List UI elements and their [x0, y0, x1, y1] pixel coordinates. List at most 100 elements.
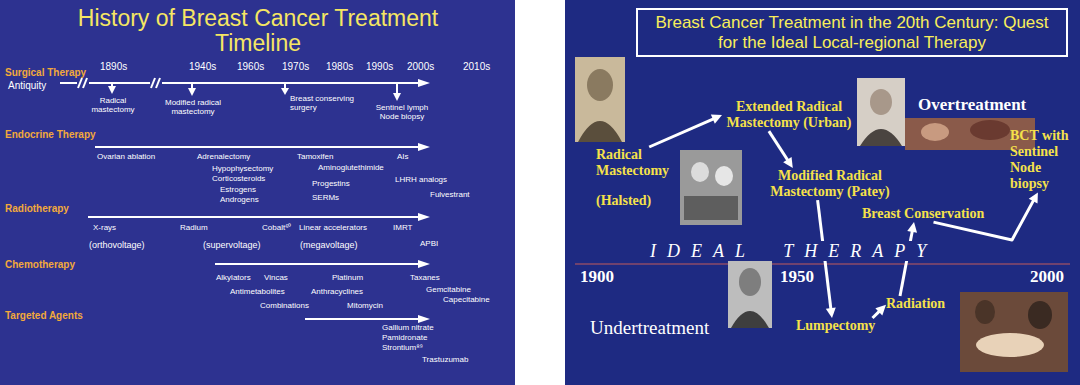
portrait-photo	[587, 69, 613, 101]
portrait-photo	[575, 57, 625, 142]
timeline-item: Progestins	[312, 180, 350, 189]
portrait-photo	[857, 78, 905, 146]
axis-line	[575, 264, 1070, 265]
node-text: Modified Radical Mastectomy (Patey)	[768, 168, 892, 200]
stage-label: Extended Radical Mastectomy (Urban)	[722, 99, 856, 131]
node-text: Breast Conservation	[862, 206, 992, 222]
timeline-arrow	[108, 86, 116, 94]
stage-label: Breast Conservation	[862, 206, 992, 222]
timeline-item: Anthracyclines	[311, 288, 363, 297]
timeline-item: Strontium⁸⁹	[382, 344, 423, 353]
timeline-arrow	[215, 263, 418, 265]
connector-line	[900, 230, 913, 296]
timeline-arrow	[83, 78, 87, 88]
timeline-item: Gallium nitrate	[382, 324, 434, 333]
portrait-photo	[870, 89, 892, 115]
node-text: Radiation	[886, 296, 956, 312]
surgery-photo	[691, 162, 709, 182]
timeline-item: Radium	[180, 224, 208, 233]
node-text: (Halsted)	[596, 193, 672, 209]
node-text: Radical Mastectomy	[596, 147, 672, 179]
stage-label: Lumpectomy	[796, 318, 886, 334]
timeline-arrow	[418, 143, 430, 151]
timeline-arrow	[393, 93, 401, 101]
timeline-arrow	[95, 146, 418, 148]
timeline-item: Cobalt⁶⁰	[262, 224, 291, 233]
year-label: 2000	[1030, 267, 1064, 286]
timeline-item: Mitomycin	[347, 302, 383, 311]
portrait-photo	[728, 258, 772, 328]
timeline-item: (megavoltage)	[300, 240, 358, 250]
timeline-item: AIs	[397, 153, 409, 162]
arrow-head	[826, 307, 836, 318]
connector-line	[769, 131, 789, 161]
timeline-arrow	[88, 216, 418, 218]
timeline-item: Combinations	[260, 302, 309, 311]
connector-arrow	[873, 305, 887, 318]
year-label: 1900	[580, 267, 614, 286]
timeline-arrow	[188, 88, 196, 96]
axis-label: 1940s	[189, 61, 216, 72]
axis-label: 2000s	[407, 61, 434, 72]
arrow-head	[711, 115, 722, 124]
arrow-head	[783, 157, 793, 168]
portrait-photo	[578, 121, 622, 142]
timeline-arrow	[305, 318, 418, 320]
painting	[960, 292, 1068, 372]
timeline-arrow	[281, 88, 289, 95]
painting	[975, 300, 995, 324]
timeline-item: Ovarian ablation	[97, 153, 155, 162]
timeline-arrow	[418, 79, 430, 87]
timeline-item: APBI	[420, 240, 438, 249]
stage-label: Radical Mastectomy (Halsted)	[596, 147, 672, 209]
timeline-item: Antimetabolites	[230, 288, 285, 297]
painting	[976, 333, 1044, 357]
surgery-photo	[680, 150, 742, 225]
timeline-item: Hypophysectomy	[212, 165, 273, 174]
node-text: Lumpectomy	[796, 318, 886, 334]
timeline-item: (orthovoltage)	[89, 240, 145, 250]
connector-line	[649, 118, 714, 147]
timeline-item: Corticosteroids	[212, 175, 265, 184]
painting	[1028, 301, 1052, 329]
timeline-arrow	[396, 83, 398, 94]
arrow-head	[875, 305, 886, 316]
timeline-arrow	[60, 82, 77, 84]
timeline-item: Platinum	[332, 274, 363, 283]
timeline-arrow	[89, 82, 150, 84]
timeline-item: Modified radical mastectomy	[158, 99, 228, 117]
row-label: Chemotherapy	[5, 259, 75, 270]
surgery-photo	[715, 166, 733, 186]
surgery-photo	[684, 196, 738, 220]
arrow-head	[907, 222, 917, 233]
axis-label: 1990s	[366, 61, 393, 72]
timeline-item: Trastuzumab	[422, 356, 468, 365]
portrait-photo	[731, 311, 769, 328]
timeline-item: Vincas	[264, 274, 288, 283]
timeline-item: Androgens	[220, 196, 259, 205]
painting	[921, 123, 949, 141]
timeline-item: Capecitabine	[443, 296, 490, 305]
connector-arrow	[649, 115, 722, 147]
timeline-item: Adrenalectomy	[197, 153, 250, 162]
axis-title: IDEAL THERAPY	[648, 241, 939, 261]
portrait-photo	[857, 78, 905, 146]
timeline-item: Breast conserving surgery	[290, 95, 362, 113]
timeline-arrow	[418, 315, 430, 323]
axis-label: 2010s	[463, 61, 490, 72]
timeline-item: Estrogens	[220, 186, 256, 195]
timeline-item: Linear accelerators	[299, 224, 367, 233]
portrait-photo	[860, 129, 902, 146]
timeline-item: Aminoglutethimide	[318, 164, 384, 173]
axis-label: 1980s	[326, 61, 353, 72]
stage-label: Radiation	[886, 296, 956, 312]
portrait-photo	[739, 268, 761, 296]
axis-label: 1890s	[100, 61, 127, 72]
timeline-item: X-rays	[93, 224, 116, 233]
row-label: Targeted Agents	[5, 310, 83, 321]
timeline-item: Alkylators	[216, 274, 251, 283]
timeline-arrow	[78, 78, 82, 88]
timeline-item: Pamidronate	[382, 334, 427, 343]
